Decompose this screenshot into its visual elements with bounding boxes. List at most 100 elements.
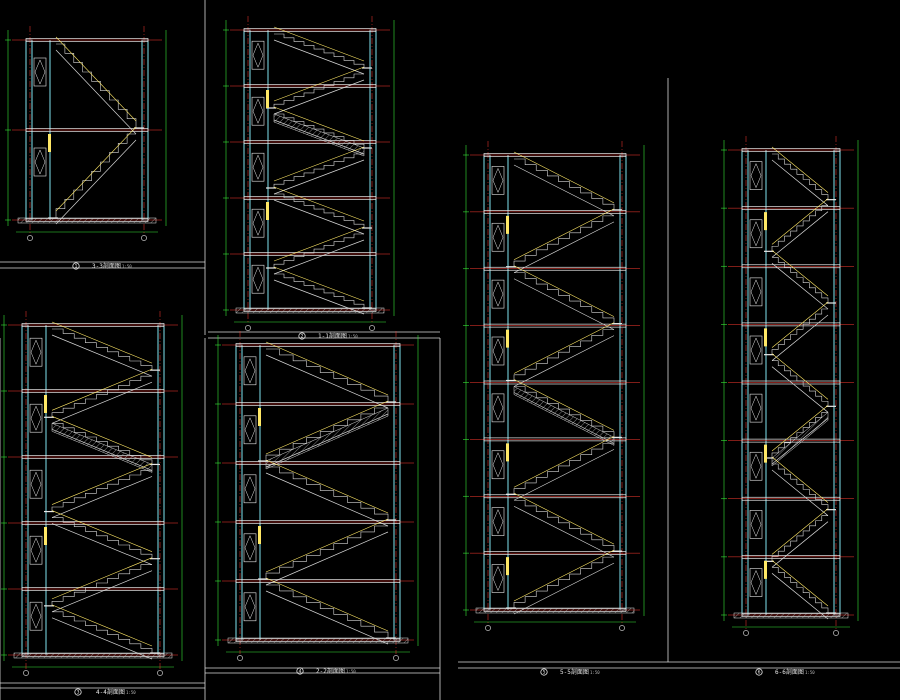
door-glazing <box>492 167 504 194</box>
door-glazing <box>750 453 762 479</box>
stair-flight <box>772 567 829 613</box>
handrail <box>51 510 153 552</box>
stair-underside <box>513 164 615 217</box>
stair-underside <box>771 211 829 258</box>
title-block: 1 3-3剖面图 1:50 <box>72 262 132 270</box>
stair-flight <box>513 329 614 381</box>
floor-slab <box>741 148 841 152</box>
column-highlight <box>266 202 269 220</box>
column-highlight <box>506 215 509 234</box>
door-glazing <box>34 59 46 85</box>
door-glazing <box>492 508 504 535</box>
stair-flight <box>274 33 365 68</box>
stair-flight <box>273 153 364 188</box>
stair-underside <box>265 531 389 586</box>
handrail <box>55 36 137 122</box>
section-number: 5 <box>543 670 546 676</box>
floor-slab <box>21 521 165 525</box>
stair-flight <box>514 158 615 210</box>
column-highlight <box>44 527 47 545</box>
door <box>749 393 763 423</box>
door <box>491 166 505 195</box>
stair-underside <box>771 521 829 568</box>
door-glazing <box>252 98 264 124</box>
stair-flight <box>274 273 365 308</box>
door <box>491 507 505 536</box>
door <box>243 474 257 504</box>
door <box>491 279 505 309</box>
door-glazing <box>30 339 42 365</box>
floor-slab <box>741 264 841 269</box>
column-highlight <box>506 557 509 576</box>
ground-slab <box>235 307 385 314</box>
door-glazing <box>750 569 762 596</box>
section-scale: 1:50 <box>126 690 136 695</box>
handrail <box>513 436 615 488</box>
stair-cut-hatch <box>273 113 365 157</box>
stair-underside <box>273 39 365 75</box>
stair-cut-hatch <box>771 411 829 467</box>
floor-slab <box>25 38 149 42</box>
floor-slab <box>741 322 841 327</box>
column-highlight <box>506 443 509 462</box>
handrail <box>513 322 615 374</box>
stair-flight <box>771 515 828 562</box>
column-highlight <box>48 134 51 152</box>
door-glazing <box>492 395 504 421</box>
handrail <box>513 549 615 602</box>
stair-underside <box>273 199 365 235</box>
stair-underside <box>273 239 365 275</box>
handrail <box>513 265 615 317</box>
section-title: 3-3剖面图 <box>92 262 121 270</box>
right-wall <box>369 29 377 311</box>
floor-slab <box>741 496 841 501</box>
stair-underside <box>51 570 153 613</box>
floor-slab <box>235 461 401 465</box>
door-glazing <box>30 471 42 497</box>
stair-underside <box>265 472 389 527</box>
floor-slab <box>243 196 377 200</box>
section-title: 4-4剖面图 <box>96 688 125 696</box>
section-number: 1 <box>75 264 78 270</box>
floor-slab <box>483 551 627 555</box>
stair-underside <box>51 334 153 377</box>
column-highlight <box>258 408 261 426</box>
column-highlight <box>266 90 269 108</box>
floor-slab <box>235 402 401 406</box>
section-scale: 1:50 <box>590 670 600 675</box>
door <box>251 264 265 294</box>
handrail <box>51 321 153 364</box>
title-block: 4 2-2剖面图 1:50 <box>296 667 356 675</box>
stair-underside <box>771 263 829 310</box>
door <box>243 415 257 445</box>
door <box>243 356 257 386</box>
stair-flight <box>55 133 136 218</box>
ground-slab <box>733 612 849 619</box>
axis-bubble <box>393 655 399 661</box>
door-glazing <box>492 281 504 307</box>
door <box>33 57 47 87</box>
door-glazing <box>30 603 42 629</box>
title-block: 6 6-6剖面图 1:50 <box>755 668 815 676</box>
column-highlight <box>506 329 509 348</box>
handrail <box>771 508 829 555</box>
section-title: 5-5剖面图 <box>560 668 589 676</box>
stair-underside <box>55 49 137 135</box>
column-highlight <box>764 328 767 347</box>
floor-slab <box>483 153 627 157</box>
door <box>749 510 763 539</box>
door <box>749 451 763 481</box>
door <box>243 533 257 563</box>
door <box>749 277 763 307</box>
column-highlight <box>764 212 767 231</box>
handrail <box>273 226 365 262</box>
section-number: 2 <box>301 334 304 340</box>
door <box>29 535 43 565</box>
section-drawing-5: 5 5-5剖面图 1:50 <box>463 141 645 676</box>
door-glazing <box>492 452 504 478</box>
stair-flight <box>772 360 829 407</box>
door-glazing <box>244 417 256 443</box>
door-glazing <box>750 337 762 363</box>
stair-underside <box>51 381 153 424</box>
door <box>251 152 265 182</box>
